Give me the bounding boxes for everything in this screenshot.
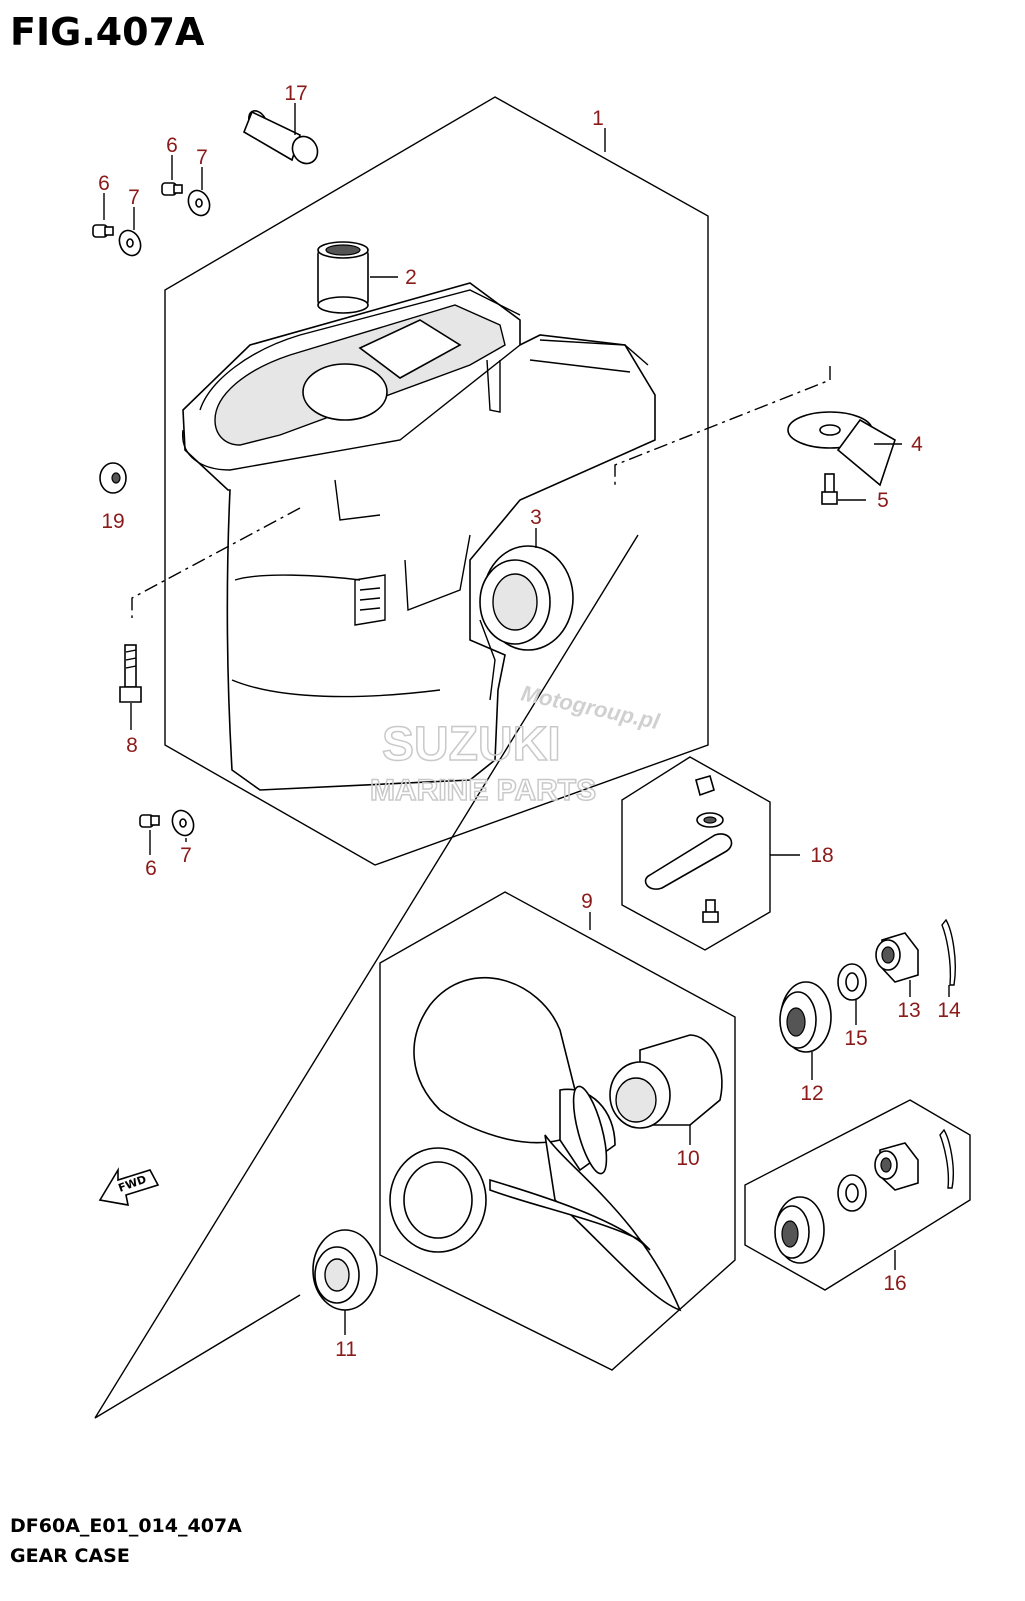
watermark: Motogroup.pl SUZUKI MARINE PARTS <box>369 680 662 807</box>
washer-hole <box>845 972 859 992</box>
part-4-trim-tab <box>787 411 896 487</box>
callout-4: 4 <box>911 433 923 456</box>
callout-labels: 1 2 3 4 5 6 6 6 7 7 7 8 9 10 11 12 13 14… <box>98 82 961 1361</box>
callout-17: 17 <box>284 82 307 105</box>
callout-13: 13 <box>897 999 920 1022</box>
part-19-grommet <box>99 462 127 494</box>
part-16-kit-frame <box>744 1099 971 1291</box>
gear-case-frame <box>164 96 709 866</box>
part-3-bearing-seal <box>479 545 574 651</box>
callout-2: 2 <box>405 266 417 289</box>
watermark-brand: SUZUKI <box>382 718 561 771</box>
callout-3: 3 <box>530 506 542 529</box>
part-12-spacer <box>779 981 832 1053</box>
part-8-bolt <box>119 644 142 703</box>
washer-hole <box>126 238 134 248</box>
part-16-kit-parts <box>774 1128 954 1264</box>
part-9-propeller <box>389 977 682 1312</box>
part-2-bushing <box>317 241 369 314</box>
callout-7a: 7 <box>128 186 140 209</box>
figure-title: FIG.407A <box>10 10 205 54</box>
part-9-propeller-frame <box>379 891 736 1371</box>
callout-10: 10 <box>676 1147 699 1170</box>
assembly-triangle-lines <box>94 534 639 1419</box>
callout-18: 18 <box>810 844 833 867</box>
part-17-plug <box>243 110 319 165</box>
washer-hole <box>179 818 187 828</box>
callout-6b: 6 <box>166 134 178 157</box>
gear-case-housing <box>182 282 656 791</box>
fwd-arrow-icon: FWD <box>98 1167 160 1206</box>
callout-14: 14 <box>937 999 961 1022</box>
callout-11: 11 <box>335 1338 357 1361</box>
part-6-bolt-bottom <box>139 814 160 828</box>
callout-16: 16 <box>883 1272 906 1295</box>
figure-name: GEAR CASE <box>10 1545 130 1567</box>
part-18-kit-parts <box>644 775 733 923</box>
callout-19: 19 <box>101 510 124 533</box>
callout-6a: 6 <box>98 172 110 195</box>
callout-7b: 7 <box>196 146 208 169</box>
callout-8: 8 <box>126 734 138 757</box>
part-5-bolt <box>821 473 838 505</box>
callout-12: 12 <box>800 1082 823 1105</box>
figure-code: DF60A_E01_014_407A <box>10 1515 242 1537</box>
part-13-castle-nut <box>875 932 919 983</box>
callout-6c: 6 <box>145 857 157 880</box>
callout-1: 1 <box>592 107 604 130</box>
callout-5: 5 <box>877 489 889 512</box>
callout-7c: 7 <box>180 844 192 867</box>
part-10-bushing <box>609 1034 723 1129</box>
watermark-subtitle: MARINE PARTS <box>370 774 596 807</box>
leader-8-dashed <box>131 507 301 618</box>
washer-hole <box>195 198 203 208</box>
part-18-kit-frame <box>621 756 771 951</box>
part-6-bolt-top <box>161 182 183 196</box>
leader-4-dashed <box>614 366 831 485</box>
part-14-cotter-pin <box>941 918 956 986</box>
part-6-bolt-top-left <box>92 224 114 238</box>
part-11-thrust-washer <box>312 1229 378 1311</box>
callout-9: 9 <box>581 890 593 913</box>
callout-15: 15 <box>844 1027 867 1050</box>
